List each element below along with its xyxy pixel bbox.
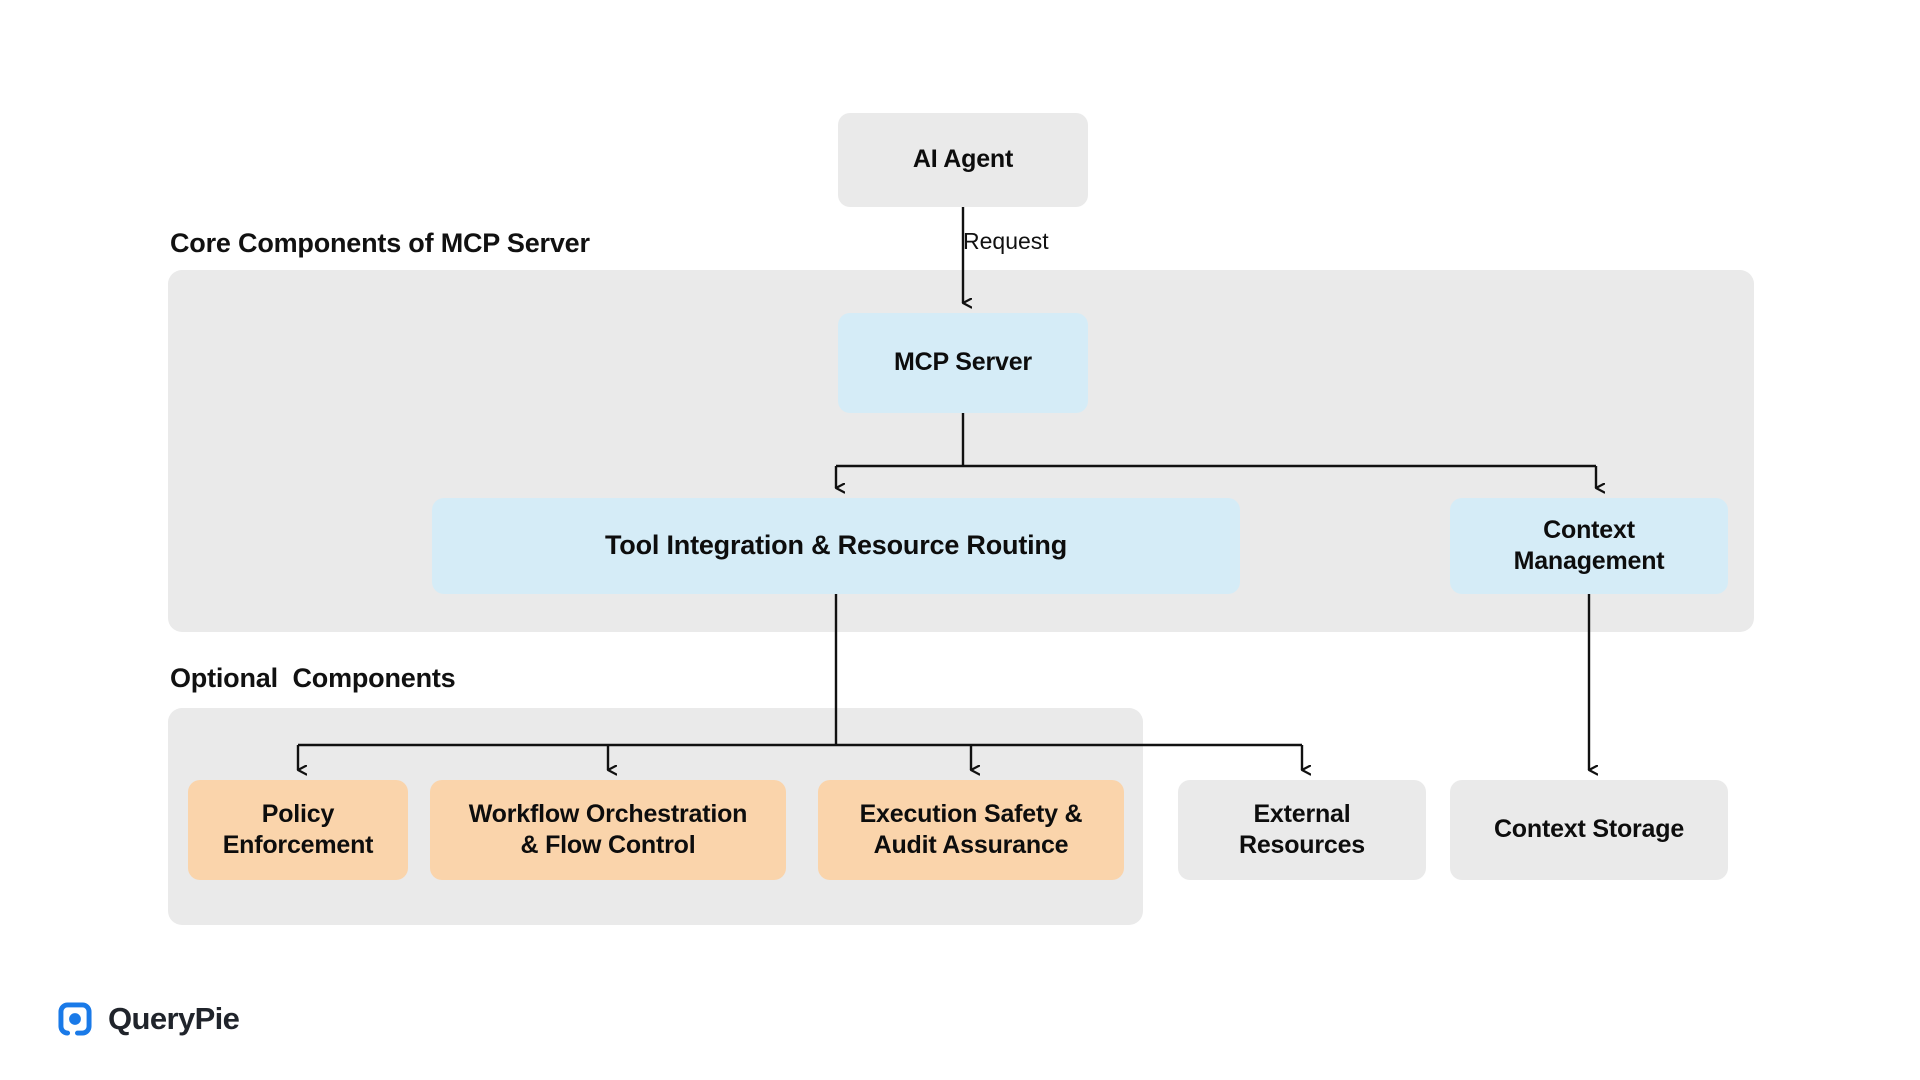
optional-components-heading: Optional Components bbox=[170, 663, 456, 693]
brand-name: QueryPie bbox=[108, 1001, 240, 1036]
querypie-logo-icon bbox=[58, 1002, 92, 1036]
node-workflow-orchestration[interactable]: Workflow Orchestration& Flow Control bbox=[430, 780, 786, 880]
edge-label-request: Request bbox=[963, 228, 1049, 254]
node-context-storage[interactable]: Context Storage bbox=[1450, 780, 1728, 880]
node-mcp-server[interactable]: MCP Server bbox=[838, 313, 1088, 413]
node-execution-safety[interactable]: Execution Safety &Audit Assurance bbox=[818, 780, 1124, 880]
core-components-heading: Core Components of MCP Server bbox=[170, 228, 590, 258]
node-tool-integration[interactable]: Tool Integration & Resource Routing bbox=[432, 498, 1240, 594]
brand-logo: QueryPie bbox=[56, 1000, 240, 1038]
node-ai-agent[interactable]: AI Agent bbox=[838, 113, 1088, 207]
